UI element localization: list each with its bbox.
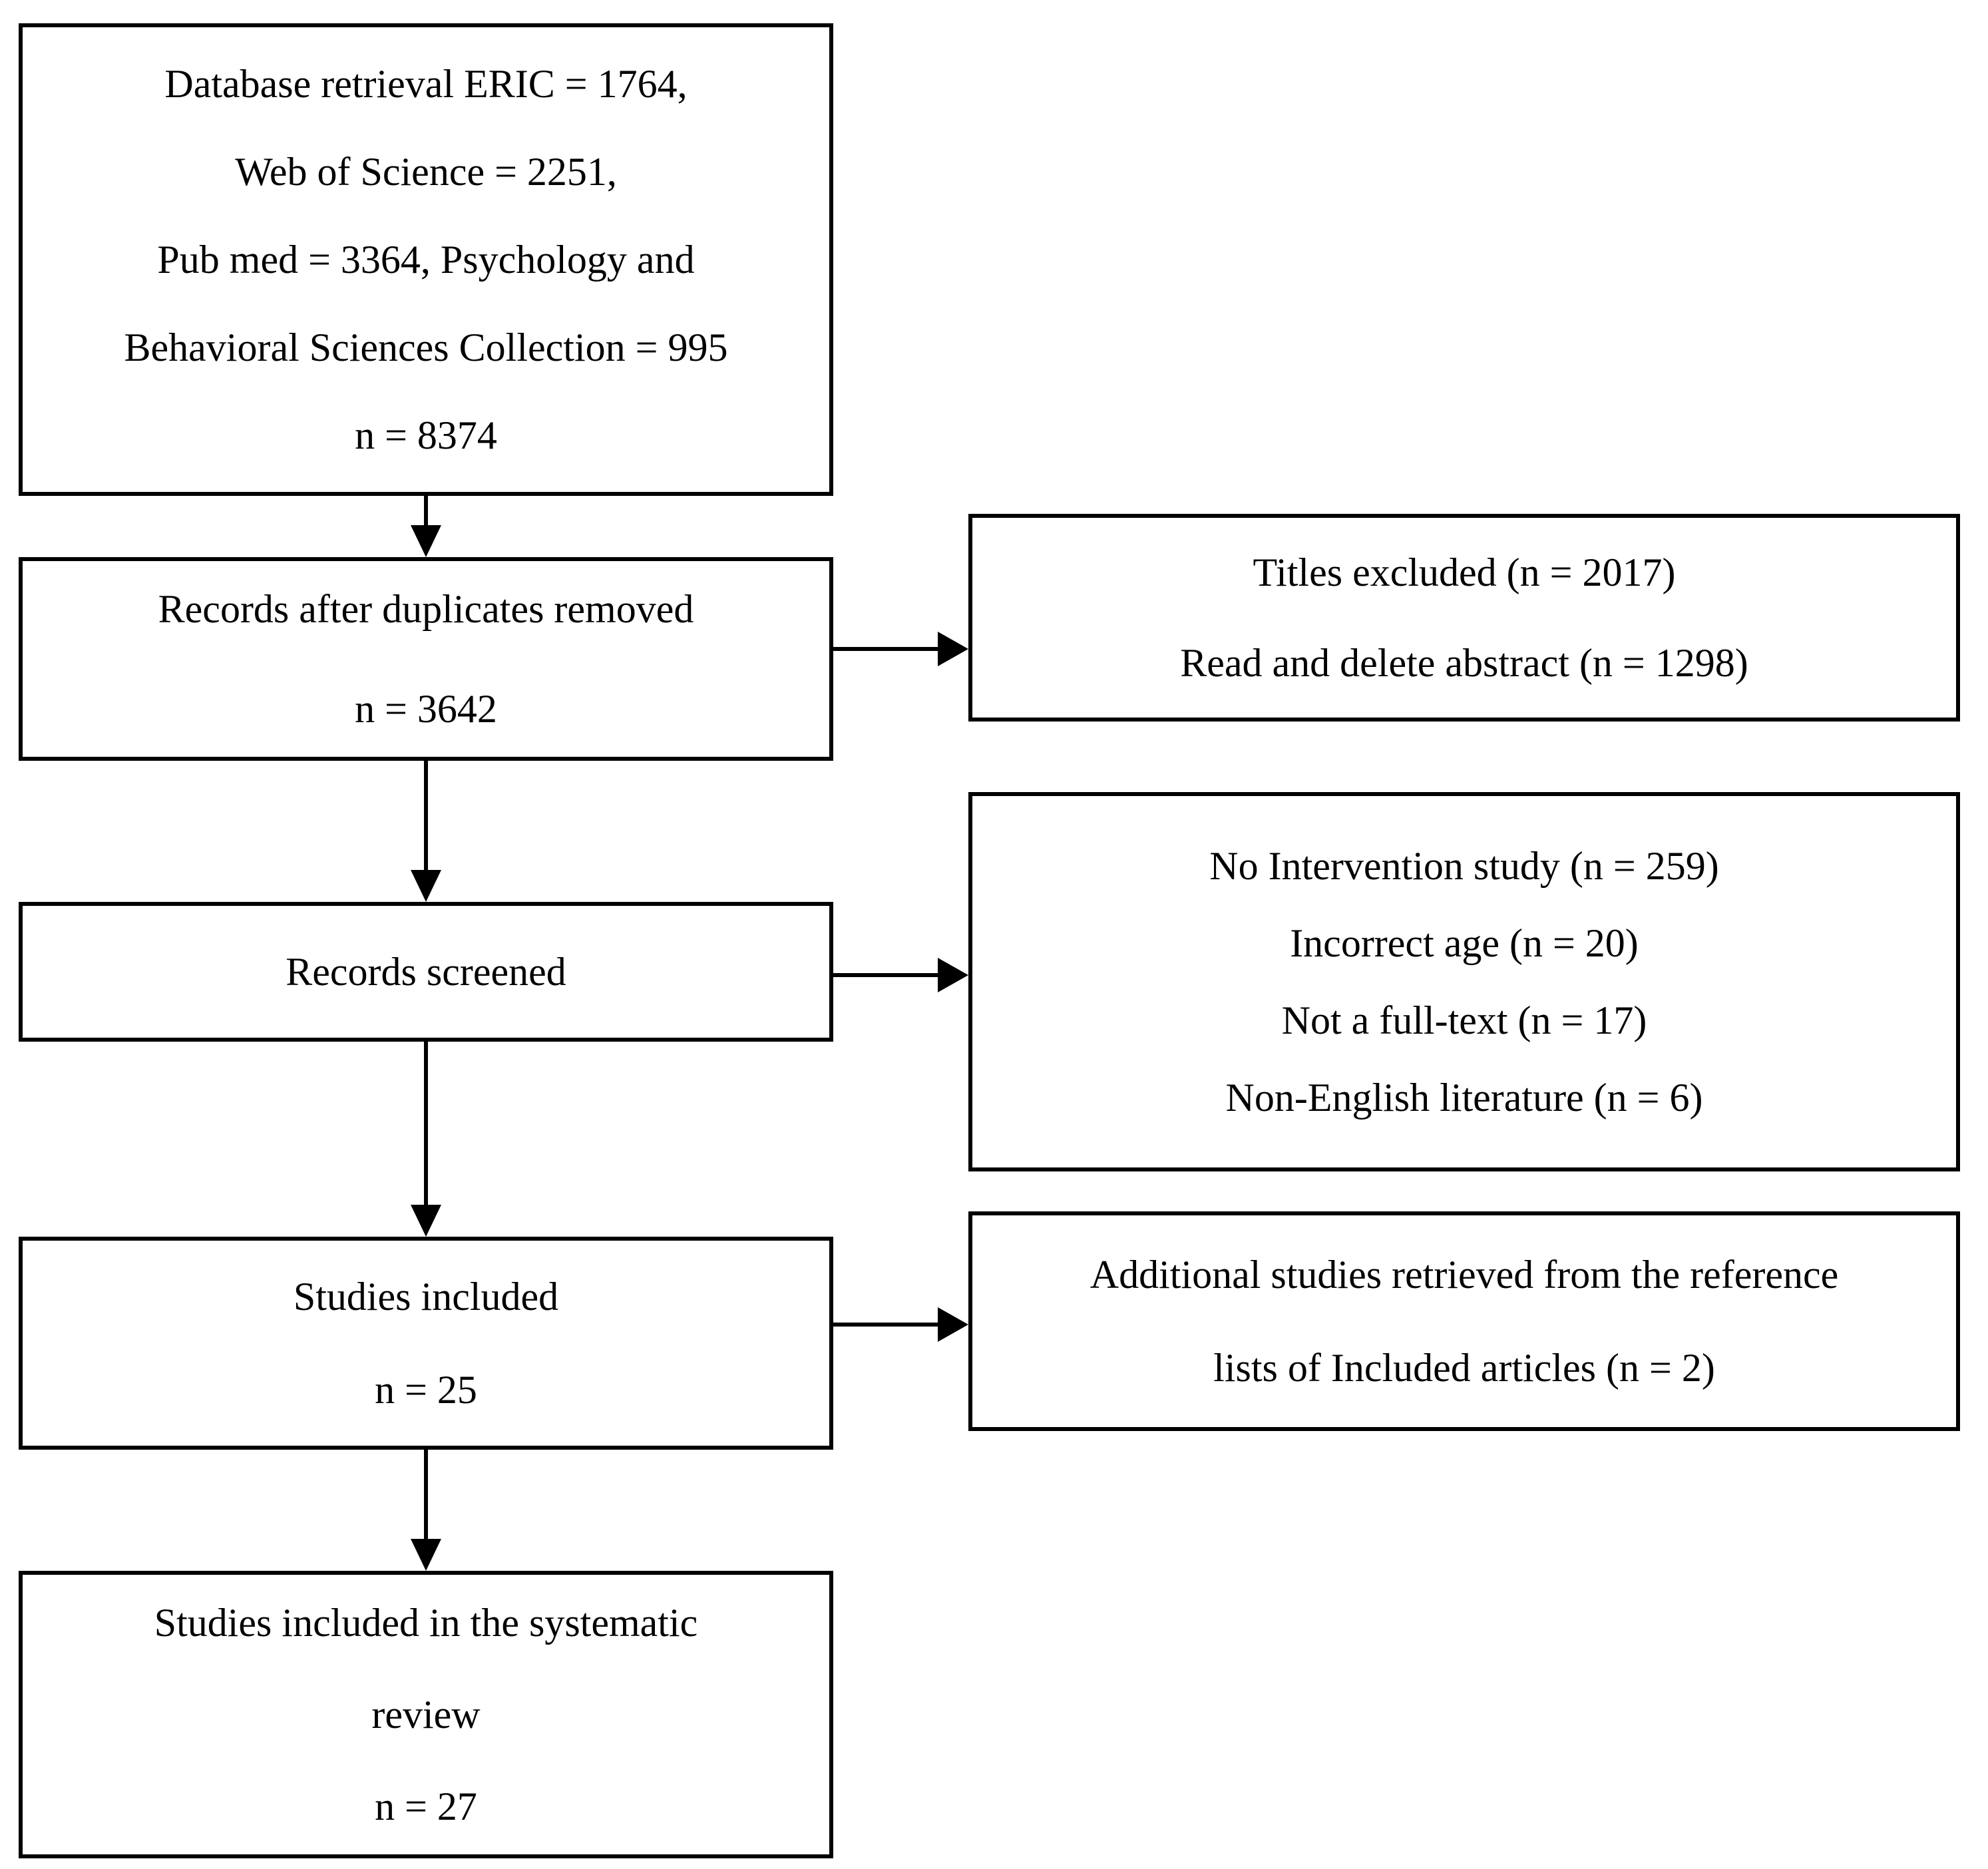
box-database-retrieval-line-2: Web of Science = 2251,	[235, 150, 617, 194]
box-database-retrieval-line-4: Behavioral Sciences Collection = 995	[124, 325, 728, 369]
box-additional-studies: Additional studies retrieved from the re…	[968, 1211, 1960, 1431]
box-studies-included-label: Studies included	[293, 1275, 559, 1319]
box-screening-exclusions-line-3: Not a full-text (n = 17)	[1281, 998, 1647, 1042]
box-titles-excluded-line-2: Read and delete abstract (n = 1298)	[1180, 641, 1748, 685]
arrow-duplicates-to-screened-line	[424, 761, 428, 870]
arrow-screened-to-exclusions-head-icon	[938, 958, 968, 992]
box-screening-exclusions-line-4: Non-English literature (n = 6)	[1225, 1076, 1703, 1120]
box-systematic-review-line-2: review	[371, 1693, 481, 1737]
arrow-screened-to-exclusions-line	[833, 973, 938, 977]
box-database-retrieval-line-1: Database retrieval ERIC = 1764,	[164, 62, 688, 106]
arrow-included-to-additional-line	[833, 1323, 938, 1327]
box-screening-exclusions-line-1: No Intervention study (n = 259)	[1209, 844, 1719, 888]
box-studies-included-count: n = 25	[375, 1368, 477, 1412]
box-records-screened-label: Records screened	[286, 950, 566, 994]
box-additional-studies-line-1: Additional studies retrieved from the re…	[1090, 1253, 1839, 1297]
box-studies-included: Studies included n = 25	[19, 1237, 833, 1450]
box-systematic-review-count: n = 27	[375, 1784, 477, 1828]
arrow-duplicates-to-titles-excluded-line	[833, 647, 938, 651]
arrow-screened-to-included-line	[424, 1042, 428, 1205]
box-screening-exclusions-line-2: Incorrect age (n = 20)	[1290, 921, 1639, 965]
box-systematic-review: Studies included in the systematic revie…	[19, 1571, 833, 1858]
box-database-retrieval-line-3: Pub med = 3364, Psychology and	[157, 238, 695, 282]
arrow-retrieval-to-duplicates-head-icon	[411, 525, 441, 557]
box-records-after-duplicates-count: n = 3642	[355, 687, 497, 731]
box-database-retrieval-count: n = 8374	[355, 413, 497, 457]
box-database-retrieval: Database retrieval ERIC = 1764, Web of S…	[19, 23, 833, 496]
box-records-after-duplicates: Records after duplicates removed n = 364…	[19, 557, 833, 761]
arrow-included-to-review-line	[424, 1450, 428, 1539]
box-systematic-review-line-1: Studies included in the systematic	[154, 1601, 698, 1645]
box-records-screened: Records screened	[19, 902, 833, 1042]
box-additional-studies-line-2: lists of Included articles (n = 2)	[1213, 1346, 1715, 1390]
box-records-after-duplicates-label: Records after duplicates removed	[158, 587, 694, 631]
box-titles-excluded: Titles excluded (n = 2017) Read and dele…	[968, 514, 1960, 722]
arrow-included-to-review-head-icon	[411, 1539, 441, 1571]
arrow-included-to-additional-head-icon	[938, 1307, 968, 1342]
arrow-duplicates-to-screened-head-icon	[411, 870, 441, 902]
arrow-duplicates-to-titles-excluded-head-icon	[938, 632, 968, 666]
arrow-retrieval-to-duplicates-line	[424, 496, 428, 525]
box-titles-excluded-line-1: Titles excluded (n = 2017)	[1253, 550, 1676, 594]
arrow-screened-to-included-head-icon	[411, 1205, 441, 1237]
box-screening-exclusions: No Intervention study (n = 259) Incorrec…	[968, 792, 1960, 1171]
